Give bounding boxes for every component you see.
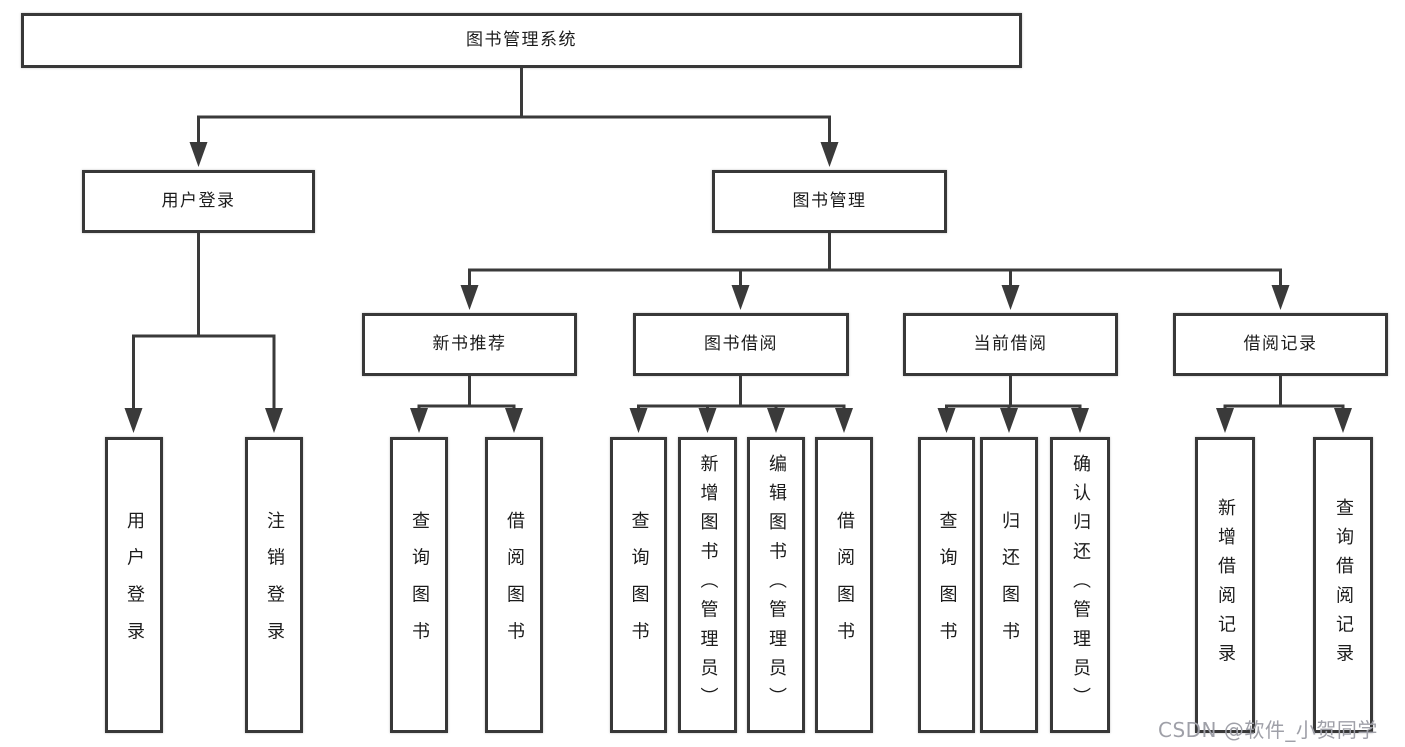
connector-paths bbox=[132, 68, 1345, 412]
node-do-logout: 注销登录 bbox=[245, 437, 303, 733]
node-root: 图书管理系统 bbox=[21, 13, 1022, 68]
arrowheads bbox=[124, 142, 1352, 433]
node-bb-borrow-book: 借阅图书 bbox=[815, 437, 873, 733]
node-borrow-record: 借阅记录 bbox=[1173, 313, 1388, 376]
node-bb-query-book: 查询图书 bbox=[610, 437, 667, 733]
watermark: CSDN @软件_小贺同学 bbox=[1158, 718, 1378, 742]
node-bb-edit-book-admin: 编辑图书（管理员） bbox=[747, 437, 805, 733]
node-nb-query-book: 查询图书 bbox=[390, 437, 448, 733]
node-cb-confirm-return-admin: 确认归还（管理员） bbox=[1050, 437, 1110, 733]
node-user-login: 用户登录 bbox=[82, 170, 315, 233]
node-br-query-record: 查询借阅记录 bbox=[1313, 437, 1373, 733]
node-new-book-recommend: 新书推荐 bbox=[362, 313, 577, 376]
node-book-borrow: 图书借阅 bbox=[633, 313, 849, 376]
node-bb-add-book-admin: 新增图书（管理员） bbox=[678, 437, 737, 733]
node-br-add-record: 新增借阅记录 bbox=[1195, 437, 1255, 733]
node-nb-borrow-book: 借阅图书 bbox=[485, 437, 543, 733]
node-current-borrow: 当前借阅 bbox=[903, 313, 1118, 376]
node-cb-return-book: 归还图书 bbox=[980, 437, 1038, 733]
node-do-user-login: 用户登录 bbox=[105, 437, 163, 733]
node-cb-query-book: 查询图书 bbox=[918, 437, 975, 733]
node-book-mgmt: 图书管理 bbox=[712, 170, 947, 233]
